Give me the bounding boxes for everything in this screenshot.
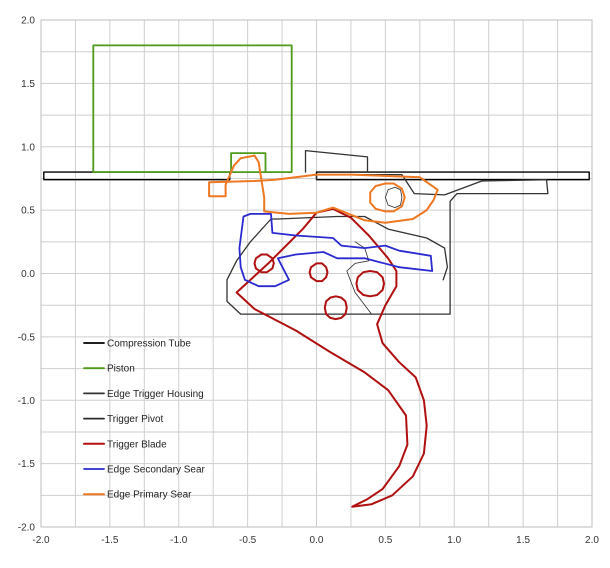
series-line [238, 212, 434, 288]
legend-label: Edge Primary Sear [107, 490, 192, 501]
legend-entry: Edge Secondary Sear [83, 465, 206, 476]
x-tick-label: 2.0 [585, 535, 599, 546]
legend-label: Compression Tube [107, 339, 191, 350]
x-tick-label: -2.0 [32, 535, 50, 546]
legend-entry: Compression Tube [83, 339, 191, 350]
plot-series [43, 44, 590, 508]
x-tick-label: -1.0 [170, 535, 188, 546]
x-tick-label: 0.5 [378, 535, 392, 546]
legend-entry: Trigger Pivot [83, 414, 164, 425]
y-tick-label: 0.0 [21, 269, 35, 280]
tick-labels: -2.0 -1.5 -1.0 -0.5 0.0 0.5 1.0 1.5 2.0 2.0 1.5 1.0… [18, 16, 600, 547]
x-tick-label: 1.5 [516, 535, 530, 546]
legend-entry: Trigger Blade [83, 439, 167, 450]
legend-label: Edge Secondary Sear [107, 465, 206, 476]
x-tick-label: 1.0 [447, 535, 461, 546]
grid [40, 19, 593, 528]
legend-entry: Piston [83, 364, 135, 375]
x-tick-label: -1.5 [101, 535, 119, 546]
legend-entry: Edge Primary Sear [83, 490, 192, 501]
series-line [226, 173, 549, 315]
y-tick-label: 1.0 [21, 142, 35, 153]
series-2 [226, 149, 549, 315]
series-line [208, 154, 439, 224]
y-tick-label: 0.5 [21, 206, 35, 217]
y-tick-label: 1.5 [21, 79, 35, 90]
legend-label: Trigger Pivot [107, 414, 164, 425]
y-tick-label: -1.5 [18, 459, 36, 470]
series-4 [235, 207, 428, 508]
series-line [304, 149, 369, 173]
x-tick-label: 0.0 [310, 535, 324, 546]
legend-label: Edge Trigger Housing [107, 389, 204, 400]
y-tick-label: -0.5 [18, 332, 36, 343]
series-line [323, 295, 348, 321]
series-line [308, 262, 329, 283]
y-tick-label: -2.0 [18, 523, 36, 534]
legend-label: Trigger Blade [107, 439, 167, 450]
series-line [235, 207, 428, 508]
series-line [355, 270, 385, 298]
plot-frame [40, 19, 593, 528]
series-line [384, 186, 403, 209]
series-1 [92, 44, 293, 174]
legend-entry: Edge Trigger Housing [83, 389, 204, 400]
series-line [253, 253, 275, 274]
series-line [230, 152, 267, 174]
y-tick-label: -1.0 [18, 396, 36, 407]
y-tick-label: 2.0 [21, 16, 35, 27]
x-tick-label: -0.5 [239, 535, 257, 546]
series-5 [238, 212, 434, 288]
series-6 [208, 154, 439, 224]
legend-label: Piston [107, 364, 135, 375]
series-line [369, 182, 406, 213]
series-line [92, 44, 293, 174]
